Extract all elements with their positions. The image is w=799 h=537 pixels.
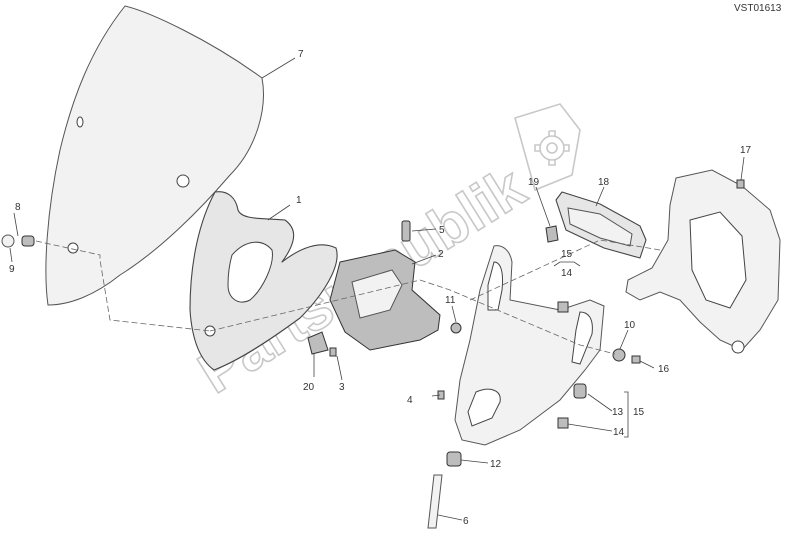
part-bolt-17 [736, 179, 745, 189]
callout-14-upper: 14 [561, 268, 573, 279]
part-nut-10 [612, 348, 626, 362]
part-bush-12 [446, 451, 462, 467]
diagram-code: VST01613 [734, 3, 782, 14]
part-washer [1, 234, 15, 248]
windscreen-hole-low [67, 242, 79, 254]
callout-13: 13 [612, 407, 624, 418]
windscreen-hole-mid [176, 174, 190, 188]
callout-4: 4 [407, 395, 413, 406]
callout-17: 17 [740, 145, 752, 156]
support-window [467, 388, 501, 427]
callout-19: 19 [528, 177, 540, 188]
callout-1: 1 [296, 195, 302, 206]
bracket-inner [351, 269, 403, 319]
callout-12: 12 [490, 459, 502, 470]
callout-8: 8 [15, 202, 21, 213]
part-clip-14-lower [557, 417, 569, 429]
windscreen-hole-top [76, 116, 84, 128]
assembly-line-left [35, 240, 211, 332]
callout-11: 11 [445, 295, 456, 306]
part-stud [401, 220, 411, 242]
leader-lines [9, 57, 745, 521]
part-clip-14-upper [557, 301, 569, 313]
callout-7: 7 [298, 49, 304, 60]
support-slot-left [487, 261, 503, 311]
part-damper-13 [573, 383, 587, 399]
part-screw-small [329, 347, 337, 357]
callout-2: 2 [438, 249, 444, 260]
callout-14-lower: 14 [613, 427, 625, 438]
callout-3: 3 [339, 382, 345, 393]
assembly-line-right [469, 239, 661, 301]
deflector-cutout [227, 241, 273, 303]
gear-icon [534, 130, 570, 166]
frame-mount [731, 340, 745, 354]
callout-15-upper: 15 [561, 249, 573, 260]
part-connector-19 [545, 225, 559, 243]
part-windscreen [45, 5, 264, 306]
callout-15-right: 15 [633, 407, 645, 418]
instrument-panel-face [567, 207, 633, 247]
callout-6: 6 [463, 516, 469, 527]
callout-9: 9 [9, 264, 15, 275]
assembly-line-middle [209, 279, 616, 355]
support-slot-right [571, 311, 593, 365]
callout-20: 20 [303, 382, 315, 393]
part-clip [307, 331, 329, 355]
watermark-frame [514, 103, 581, 192]
part-grommet [21, 235, 35, 247]
part-rod-6 [427, 474, 443, 529]
frame-inner [689, 211, 747, 309]
callout-18: 18 [598, 177, 610, 188]
callout-16: 16 [658, 364, 670, 375]
callout-10: 10 [624, 320, 636, 331]
part-grommet-11 [450, 322, 462, 334]
callout-5: 5 [439, 225, 445, 236]
part-screw-16 [631, 355, 641, 364]
